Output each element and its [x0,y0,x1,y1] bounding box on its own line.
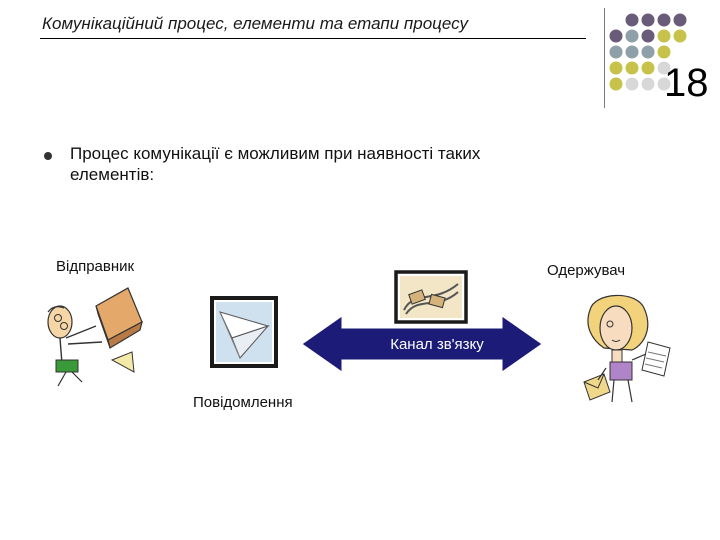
message-label: Повідомлення [193,394,293,411]
decorative-dot [625,77,639,91]
decorative-dot [657,13,671,27]
decorative-dot [673,13,687,27]
slide-title: Комунікаційний процес, елементи та етапи… [42,14,468,33]
decorative-dot [609,45,623,59]
channel-arrow-icon [302,316,542,372]
vertical-divider [604,8,605,108]
decorative-dot [657,77,671,91]
decorative-dot [625,13,639,27]
receiver-label: Одержувач [547,262,626,279]
receiver-figure-icon [583,294,671,403]
decorative-dot [641,61,655,75]
decorative-dot [609,61,623,75]
decorative-dot [641,29,655,43]
decorative-dot [609,29,623,43]
network-connectors-icon [394,270,468,324]
decorative-dot [657,61,671,75]
decorative-dot [625,61,639,75]
paper-plane-icon [210,296,278,368]
decorative-dots-icon [609,13,687,91]
decorative-dot [657,45,671,59]
decorative-dot [641,13,655,27]
bullet-text: Процес комунікації є можливим при наявно… [70,144,481,184]
decorative-dot [673,29,687,43]
title-underline [40,38,586,39]
decorative-dot [625,29,639,43]
decorative-dot [609,77,623,91]
decorative-dot [657,29,671,43]
decorative-dot [641,77,655,91]
sender-figure-icon [47,287,143,387]
decorative-dot [625,45,639,59]
bullet-icon [44,152,52,160]
decorative-dot [641,45,655,59]
channel-label: Канал зв'язку [390,336,484,353]
sender-label: Відправник [56,258,135,275]
slide-number: 18 [664,61,709,105]
